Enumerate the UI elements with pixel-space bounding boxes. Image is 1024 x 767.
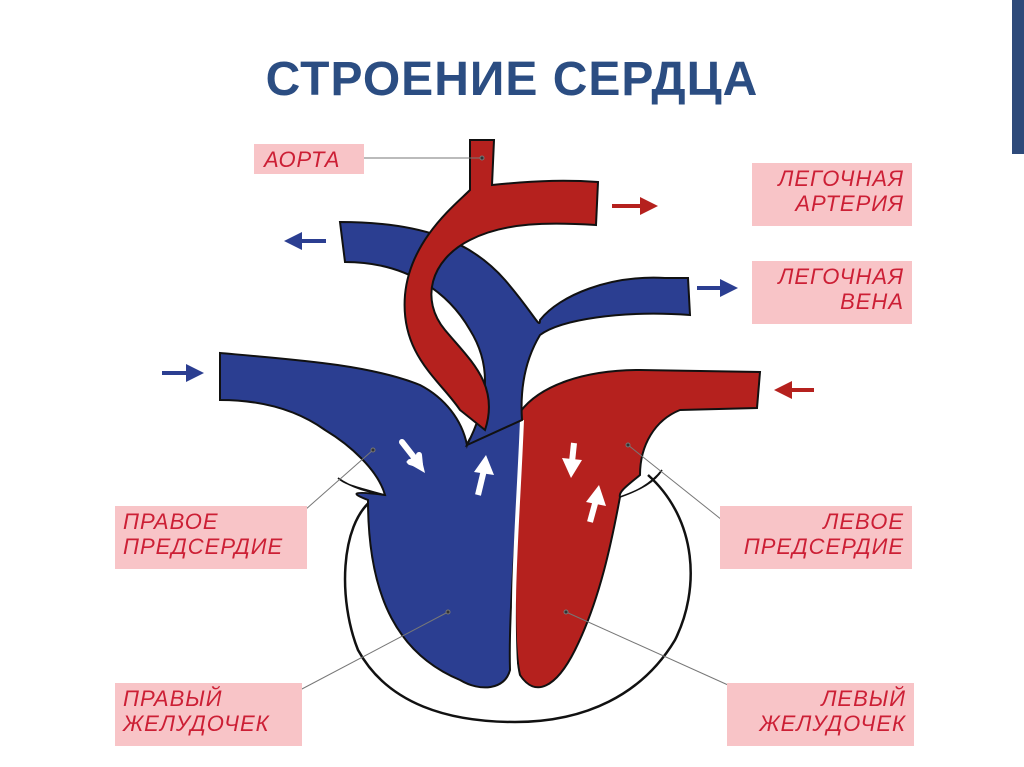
heart-outer-wall [343, 474, 692, 724]
arrow-icon-pulmonary-vein-in [774, 381, 814, 399]
label-left-atrium: ЛЕВОЕ ПРЕДСЕРДИЕ [720, 506, 912, 569]
arrow-icon-vena-cava-in [162, 364, 204, 382]
page-title: СТРОЕНИЕ СЕРДЦА [265, 53, 759, 106]
aorta-red [403, 139, 600, 432]
label-pulmonary-vein: ЛЕГОЧНАЯ ВЕНА [752, 261, 912, 324]
label-right-ventricle: ПРАВЫЙ ЖЕЛУДОЧЕК [115, 683, 302, 746]
label-aorta: АОРТА [254, 144, 364, 174]
arrow-icon-pulmonary-right [697, 279, 738, 297]
label-pulmonary-artery: ЛЕГОЧНАЯ АРТЕРИЯ [752, 163, 912, 226]
label-right-atrium: ПРАВОЕ ПРЕДСЕРДИЕ [115, 506, 307, 569]
arrow-icon-pulmonary-left [284, 232, 326, 250]
right-heart-blue [219, 351, 524, 689]
label-left-ventricle: ЛЕВЫЙ ЖЕЛУДОЧЕК [727, 683, 914, 746]
slide-edge-bar [1012, 0, 1024, 154]
arrow-icon-aorta-out [612, 197, 658, 215]
leader-lines [299, 155, 729, 691]
